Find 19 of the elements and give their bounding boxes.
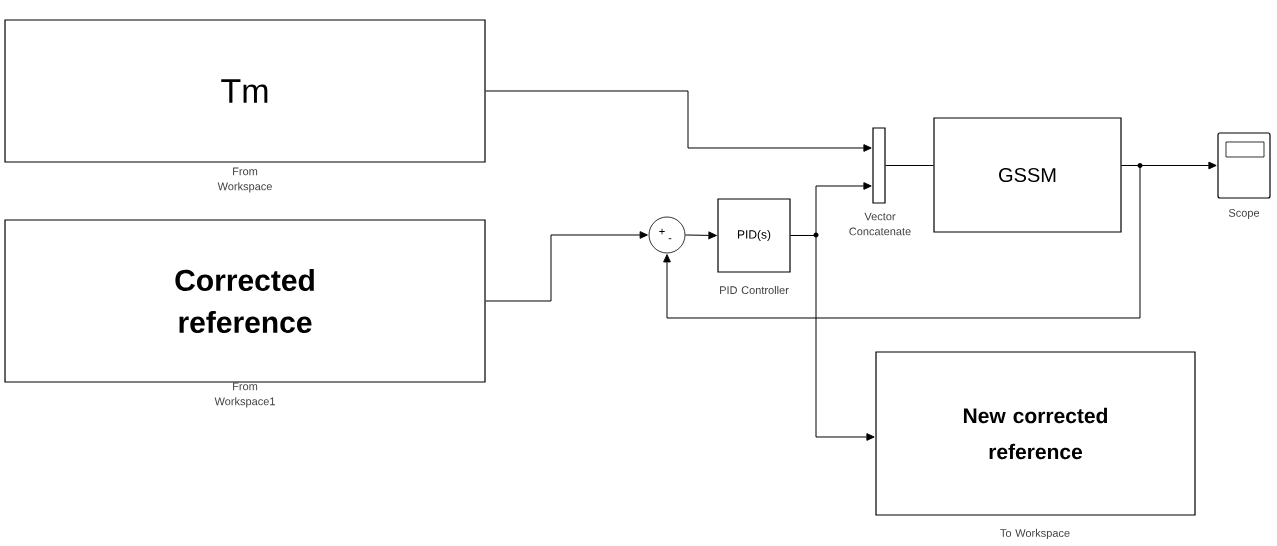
arrow: [663, 165, 1141, 319]
block-caption: Scope: [1228, 209, 1260, 219]
block-caption: From Workspace1: [214, 382, 275, 408]
block-caption: From Workspace: [217, 167, 272, 193]
block-caption: PID Controller: [720, 285, 789, 295]
arrow: [485, 90, 872, 152]
sum-block: + -: [648, 216, 686, 254]
block-caption: Vector Concatenate: [849, 212, 911, 236]
concatenate-bar: [872, 127, 886, 204]
workspace-block: Tm: [4, 19, 486, 163]
workspace-block: Corrected reference: [4, 219, 486, 383]
system-block: GSSM: [933, 117, 1122, 233]
controller-block: PID(s): [717, 198, 791, 273]
arrow: [684, 231, 717, 240]
scope-drawing: [1217, 132, 1271, 199]
arrow: [485, 231, 648, 302]
block-caption: To Workspace: [1000, 528, 1070, 540]
arrow: [790, 235, 875, 441]
workspace-block: New corrected reference: [875, 351, 1196, 516]
